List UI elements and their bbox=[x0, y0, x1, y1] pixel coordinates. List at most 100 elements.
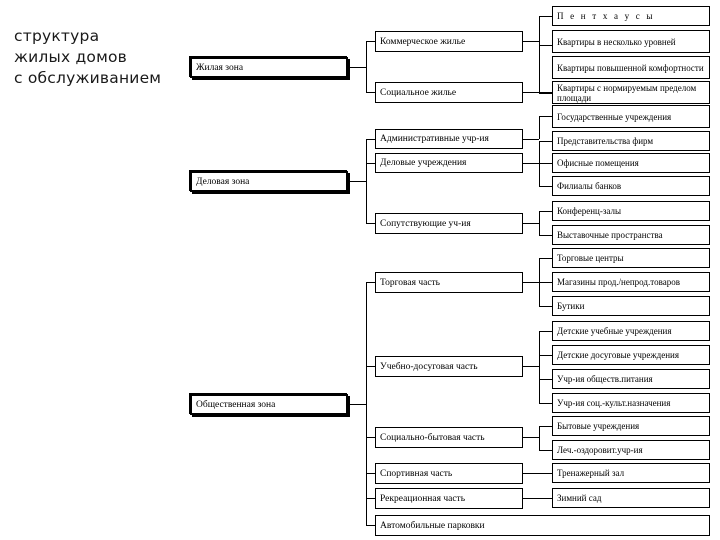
connector-socbyt-to-bytovye bbox=[539, 426, 552, 427]
connector-delovye-to-ofisnye bbox=[539, 163, 552, 164]
node-label: Квартиры повышенной комфортности bbox=[557, 62, 704, 73]
node-socialno-bytovaya-chast[interactable]: Социально-бытовая часть bbox=[375, 427, 523, 448]
node-filialy-bankov[interactable]: Филиалы банков bbox=[552, 176, 710, 196]
node-kvartiry-s-normiruemym-predelom[interactable]: Квартиры с нормируемым пределом площади bbox=[552, 81, 710, 104]
node-trenazherny-zal[interactable]: Тренажерный зал bbox=[552, 463, 710, 483]
connector-kommercheskoe-to-urovni bbox=[539, 45, 552, 46]
connector-obshchestvennaya-to-sportivnaya bbox=[366, 473, 375, 474]
node-label: Квартиры в несколько уровней bbox=[557, 36, 676, 47]
connector-obshchestvennaya-to-socbyt bbox=[366, 437, 375, 438]
node-soputstvuyushchie-uchrezhdeniya[interactable]: Сопутствующие уч-ия bbox=[375, 213, 523, 234]
connector-delovaya-to-delovye bbox=[366, 163, 375, 164]
node-label: Зимний сад bbox=[557, 493, 602, 503]
node-label: Тренажерный зал bbox=[557, 468, 625, 478]
node-label: Деловая зона bbox=[196, 176, 250, 187]
node-label: Учебно-досуговая часть bbox=[380, 361, 478, 372]
connector-socialnoe-to-normy bbox=[523, 92, 552, 93]
connector-obshchestvennaya-spine bbox=[366, 282, 367, 525]
node-label: Конференц-залы bbox=[557, 206, 621, 216]
node-detskie-uchebnye-uchrezhdeniya[interactable]: Детские учебные учреждения bbox=[552, 321, 710, 341]
node-rekreacionnaya-chast[interactable]: Рекреационная часть bbox=[375, 488, 523, 509]
connector-torgovaya-to-butiki bbox=[539, 306, 552, 307]
connector-delovaya-out bbox=[349, 181, 366, 182]
node-label: Жилая зона bbox=[196, 62, 244, 73]
node-torgovye-centry[interactable]: Торговые центры bbox=[552, 248, 710, 268]
node-vystavochnye-prostranstva[interactable]: Выставочные пространства bbox=[552, 225, 710, 245]
page-title-line-3: с обслуживанием bbox=[14, 69, 162, 87]
connector-zhilaya-to-kommercheskoe bbox=[366, 41, 375, 42]
node-label: Социально-бытовая часть bbox=[380, 432, 485, 443]
connector-torgovaya-out bbox=[523, 282, 539, 283]
node-kvartiry-povyshennoy-komfortnosti[interactable]: Квартиры повышенной комфортности bbox=[552, 56, 710, 79]
connector-torgovaya-to-magaziny bbox=[539, 282, 552, 283]
connector-obshchestvennaya-to-uchebno bbox=[366, 366, 375, 367]
connector-uchebno-to-detskie-dosug bbox=[539, 355, 552, 356]
connector-spine-to-gosudarstvennye bbox=[539, 116, 552, 117]
node-delovaya-zona[interactable]: Деловая зона bbox=[190, 171, 348, 192]
node-label: Бутики bbox=[557, 301, 585, 311]
node-sportivnaya-chast[interactable]: Спортивная часть bbox=[375, 463, 523, 484]
node-lech-ozdorovitelnye-uchrezhdeniya[interactable]: Леч.-оздоровит.учр-ия bbox=[552, 440, 710, 460]
connector-delovye-out bbox=[523, 163, 539, 164]
connector-uchebno-to-detskie-ucheb bbox=[539, 331, 552, 332]
connector-delovaya-spine bbox=[366, 139, 367, 223]
node-bytovye-uchrezhdeniya[interactable]: Бытовые учреждения bbox=[552, 416, 710, 436]
connector-rekreacionnaya-to-zimniysad bbox=[523, 498, 552, 499]
page-title-line-2: жилых домов bbox=[14, 48, 127, 66]
connector-delovaya-to-administrativnye bbox=[366, 139, 375, 140]
node-administrativnye-uchrezhdeniya[interactable]: Административные учр-ия bbox=[375, 129, 523, 149]
node-gosudarstvennye-uchrezhdeniya[interactable]: Государственные учреждения bbox=[552, 105, 710, 128]
connector-kommercheskoe-to-komfort bbox=[539, 93, 552, 94]
node-penthouses[interactable]: П е н т х а у с ы bbox=[552, 6, 710, 26]
node-label: Офисные помещения bbox=[557, 158, 639, 168]
node-label: Филиалы банков bbox=[557, 181, 622, 191]
node-label: Рекреационная часть bbox=[380, 493, 466, 504]
node-predstavitelstva-firm[interactable]: Представительства фирм bbox=[552, 131, 710, 151]
node-kvartiry-v-neskolko-urovney[interactable]: Квартиры в несколько уровней bbox=[552, 30, 710, 53]
connector-torgovaya-to-centry bbox=[539, 258, 552, 259]
connector-socbyt-spine bbox=[539, 426, 540, 450]
node-label: Социальное жилье bbox=[380, 87, 457, 98]
node-detskie-dosugovye-uchrezhdeniya[interactable]: Детские досуговые учреждения bbox=[552, 345, 710, 365]
node-kommercheskoe-zhilye[interactable]: Коммерческое жилье bbox=[375, 31, 523, 52]
connector-uchebno-to-pitaniya bbox=[539, 379, 552, 380]
connector-soputstvuyushchie-to-vystavochnye bbox=[539, 235, 552, 236]
connector-zhilaya-spine bbox=[366, 41, 367, 93]
node-zhilaya-zona[interactable]: Жилая зона bbox=[190, 57, 348, 78]
node-label: Автомобильные парковки bbox=[380, 520, 485, 531]
node-label: Государственные учреждения bbox=[557, 111, 672, 122]
node-label: Магазины прод./непрод.товаров bbox=[557, 277, 680, 287]
node-konferenc-zaly[interactable]: Конференц-залы bbox=[552, 201, 710, 221]
node-label: Бытовые учреждения bbox=[557, 421, 640, 431]
connector-socbyt-to-lech bbox=[539, 450, 552, 451]
node-label: Торговая часть bbox=[380, 277, 441, 288]
node-label: Леч.-оздоровит.учр-ия bbox=[557, 445, 643, 455]
node-uchebno-dosugovaya-chast[interactable]: Учебно-досуговая часть bbox=[375, 356, 523, 377]
connector-soputstvuyushchie-spine bbox=[539, 211, 540, 235]
page-title: структура жилых домов с обслуживанием bbox=[14, 26, 189, 89]
node-label: Коммерческое жилье bbox=[380, 36, 466, 47]
connector-uchebno-out bbox=[523, 366, 539, 367]
node-zimniy-sad[interactable]: Зимний сад bbox=[552, 488, 710, 508]
node-avtomobilnye-parkovki[interactable]: Автомобильные парковки bbox=[375, 515, 710, 536]
node-obshchestvennaya-zona[interactable]: Общественная зона bbox=[190, 394, 348, 415]
page-title-line-1: структура bbox=[14, 27, 100, 45]
node-socialnoe-zhilye[interactable]: Социальное жилье bbox=[375, 82, 523, 103]
connector-obshchestvennaya-to-torgovaya bbox=[366, 282, 375, 283]
node-label: Учр-ия обществ.питания bbox=[557, 374, 653, 384]
connector-kommercheskoe-out bbox=[523, 41, 539, 42]
connector-delovye-to-filialy bbox=[539, 186, 552, 187]
node-magaziny-tovarov[interactable]: Магазины прод./непрод.товаров bbox=[552, 272, 710, 292]
connector-socbyt-out bbox=[523, 437, 539, 438]
node-label: Общественная зона bbox=[196, 399, 276, 410]
node-delovye-uchrezhdeniya[interactable]: Деловые учреждения bbox=[375, 153, 523, 173]
node-butiki[interactable]: Бутики bbox=[552, 296, 710, 316]
node-label: Квартиры с нормируемым пределом площади bbox=[557, 82, 697, 103]
connector-soputstvuyushchie-to-konferenc bbox=[539, 211, 552, 212]
node-torgovaya-chast[interactable]: Торговая часть bbox=[375, 272, 523, 293]
node-label: Торговые центры bbox=[557, 253, 624, 263]
node-uchrezhdeniya-soc-kult-naznacheniya[interactable]: Учр-ия соц.-культ.назначения bbox=[552, 393, 710, 413]
node-uchrezhdeniya-obshchestvennogo-pitaniya[interactable]: Учр-ия обществ.питания bbox=[552, 369, 710, 389]
node-ofisnye-pomeshcheniya[interactable]: Офисные помещения bbox=[552, 153, 710, 173]
